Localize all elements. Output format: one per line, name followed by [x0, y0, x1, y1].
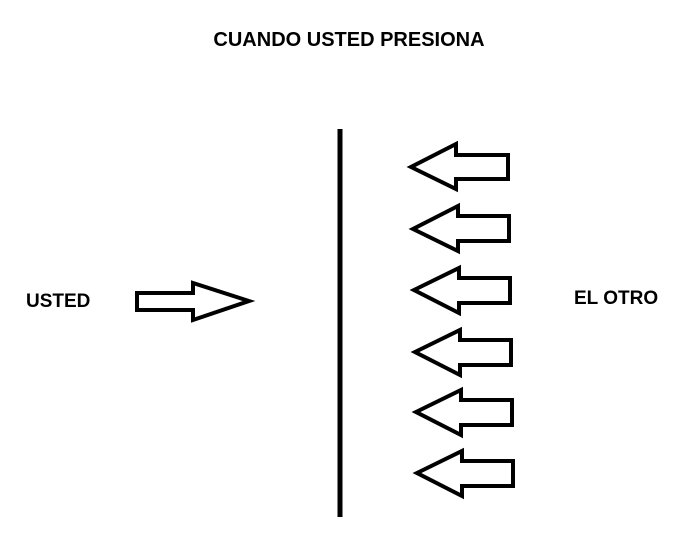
usted-label: USTED: [26, 291, 91, 312]
counter-arrow-left-3: [409, 264, 512, 317]
counter-arrow-left-4: [410, 326, 513, 379]
push-arrow-right: [135, 280, 256, 323]
counter-arrow-left-1: [406, 140, 510, 193]
el-otro-label: EL OTRO: [574, 288, 659, 309]
counter-arrow-left-6: [412, 447, 515, 500]
counter-arrow-left-5: [411, 386, 514, 439]
diagram-title: CUANDO USTED PRESIONA: [213, 29, 485, 51]
counter-arrow-left-2: [408, 202, 511, 255]
